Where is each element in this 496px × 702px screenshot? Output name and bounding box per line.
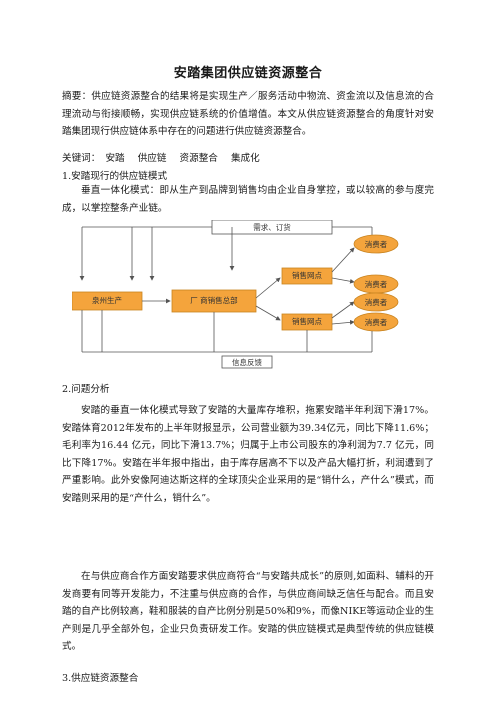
keyword: 集成化 xyxy=(230,153,260,164)
consumer-label-4: 消费者 xyxy=(365,317,388,327)
section-3-heading: 3.供应链资源整合 xyxy=(62,673,139,684)
arrow-center-outlet1 xyxy=(255,277,281,299)
sales-hq-label: 厂 商销售总部 xyxy=(190,295,238,305)
arrow-outlet2-consumer3 xyxy=(331,301,355,319)
outlet-label-2: 销售网点 xyxy=(292,316,322,326)
section-1-heading: 1.安踏现行的供应链模式 xyxy=(62,171,168,182)
consumer-ellipse-1 xyxy=(353,234,399,254)
consumer-label-2: 消费者 xyxy=(365,279,388,289)
keywords-label: 关键词： xyxy=(62,153,101,164)
keyword: 安踏 xyxy=(105,153,125,164)
section-2-paragraph-2: 在与供应商合作方面安踏要求供应商符合“与安踏共成长”的原则,如面料、辅料的开发商… xyxy=(62,571,434,653)
supply-chain-svg: 需求、订货 泉州生产 厂 商销售总部 销售网点 销售网点 xyxy=(71,219,399,369)
section-2-heading: 2.问题分析 xyxy=(62,384,110,395)
factory-label: 泉州生产 xyxy=(92,295,122,305)
outlet-label-1: 销售网点 xyxy=(292,270,322,280)
section-1-paragraph: 垂直一体化模式：即从生产到品牌到销售均由企业自身掌控，或以较高的参与度完成，以掌… xyxy=(62,185,434,214)
keywords-line: 关键词： 安踏 供应链 资源整合 集成化 xyxy=(62,150,270,164)
consumer-label-3: 消费者 xyxy=(365,297,388,307)
section-2-paragraph-1: 安踏的垂直一体化模式导致了安踏的大量库存堆积，拖累安踏半年利润下滑17%。安踏体… xyxy=(62,405,434,504)
supply-chain-diagram: 需求、订货 泉州生产 厂 商销售总部 销售网点 销售网点 xyxy=(71,219,412,370)
arrow-outlet2-consumer4 xyxy=(331,319,355,325)
consumer-ellipse-4 xyxy=(353,312,399,332)
keyword: 资源整合 xyxy=(179,153,218,164)
arrow-outlet1-consumer2 xyxy=(331,277,355,284)
feedback-box xyxy=(221,355,273,369)
arrow-outlet1-consumer1 xyxy=(331,247,355,273)
feedback-label: 信息反馈 xyxy=(232,357,262,367)
abstract-paragraph: 摘要：供应链资源整合的结果将是实现生产／服务活动中物流、资金流以及信息流的合理流… xyxy=(62,91,434,138)
consumer-ellipse-3 xyxy=(353,292,399,312)
arrow-center-outlet2 xyxy=(255,305,281,321)
demand-order-label: 需求、订货 xyxy=(253,222,291,232)
outlet-box-1 xyxy=(281,267,333,285)
document-title: 安踏集团供应链资源整合 xyxy=(173,66,323,81)
consumer-label-1: 消费者 xyxy=(365,239,388,249)
keyword: 供应链 xyxy=(137,153,167,164)
